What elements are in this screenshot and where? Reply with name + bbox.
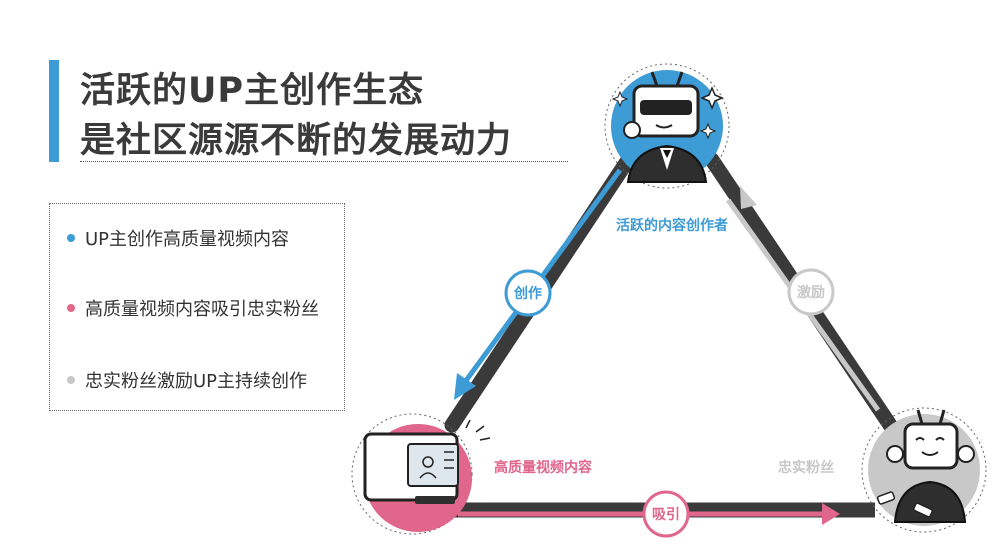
- bullet-text: 高质量视频内容吸引忠实粉丝: [85, 299, 319, 320]
- monitor-character-icon: [363, 419, 491, 504]
- attract-badge-label: 吸引: [652, 507, 680, 523]
- bullet-item-attract: 高质量视频内容吸引忠实粉丝: [67, 295, 319, 321]
- bullet-text: 忠实粉丝激励UP主持续创作: [85, 371, 308, 392]
- bullet-item-create: UP主创作高质量视频内容: [67, 225, 289, 251]
- bullet-list-box: UP主创作高质量视频内容 高质量视频内容吸引忠实粉丝 忠实粉丝激励UP主持续创作: [49, 203, 345, 411]
- fans-node: [861, 407, 987, 533]
- attract-badge: 吸引: [642, 490, 690, 538]
- page-title-line-1: 活跃的UP主创作生态: [80, 71, 425, 111]
- motivate-badge-label: 激励: [797, 284, 825, 301]
- bullet-dot-pink: [67, 304, 75, 312]
- create-badge-label: 创作: [513, 285, 542, 302]
- attract-arrow: [458, 503, 840, 525]
- content-label: 高质量视频内容: [494, 459, 592, 476]
- bullet-dot-blue: [67, 234, 75, 242]
- title-accent-bar: [49, 60, 59, 162]
- fans-label: 忠实粉丝: [778, 459, 834, 476]
- bullet-dot-gray: [67, 376, 75, 384]
- create-badge: 创作: [504, 269, 552, 317]
- creator-node: [604, 63, 730, 189]
- creator-label: 活跃的内容创作者: [616, 217, 728, 234]
- content-node: [351, 413, 491, 535]
- fan-character-icon: [876, 409, 975, 523]
- bullet-item-motivate: 忠实粉丝激励UP主持续创作: [67, 367, 307, 393]
- bullet-text: UP主创作高质量视频内容: [85, 229, 290, 250]
- title-divider: [80, 161, 568, 162]
- page-title-line-2: 是社区源源不断的发展动力: [80, 121, 513, 161]
- motivate-badge: 激励: [787, 268, 835, 316]
- creator-character-icon: [611, 71, 724, 183]
